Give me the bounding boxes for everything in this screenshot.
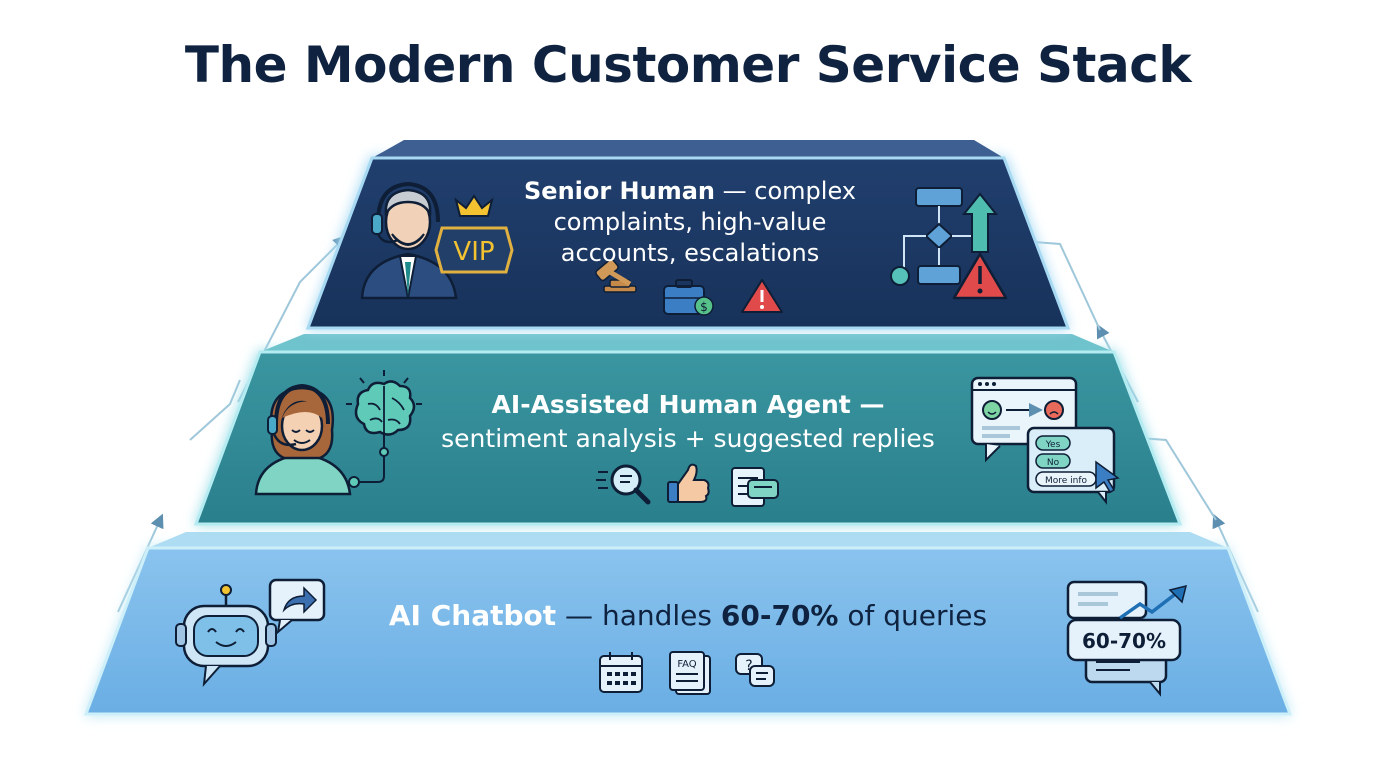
vip-badge: VIP xyxy=(434,226,514,274)
tier-middle-separator: — xyxy=(850,390,885,419)
tier-bottom-highlight: 60-70% xyxy=(720,599,839,632)
svg-text:$: $ xyxy=(700,300,708,314)
calendar-icon xyxy=(599,652,643,693)
tier-top xyxy=(305,140,1071,330)
reply-no: No xyxy=(1047,458,1060,468)
percent-badge: 60-70% xyxy=(1082,629,1166,653)
question-chat-icon: ? xyxy=(735,653,775,687)
vip-label: VIP xyxy=(453,237,494,267)
tier-top-desc-1: complex xyxy=(754,177,856,205)
briefcase-dollar-icon: $ xyxy=(663,279,714,316)
faq-label: FAQ xyxy=(677,659,696,670)
brain-icon xyxy=(346,370,422,488)
tier-bottom-desc-suffix: of queries xyxy=(838,599,988,632)
tier-middle xyxy=(193,334,1183,526)
tier-top-separator: — xyxy=(715,177,755,205)
tier-middle-desc: sentiment analysis + suggested replies xyxy=(441,424,935,453)
robot-icon xyxy=(175,584,277,688)
page-title: The Modern Customer Service Stack xyxy=(184,36,1192,94)
reply-more-info: More info xyxy=(1045,476,1088,486)
senior-agent-icon xyxy=(360,181,458,300)
tier-bottom-text: AI Chatbot — handles 60-70% of queries xyxy=(300,598,1076,634)
sentiment-window-icon: Yes No More info xyxy=(970,376,1120,505)
gavel-icon xyxy=(595,258,637,293)
tier-middle-text: AI-Assisted Human Agent — sentiment anal… xyxy=(388,388,988,456)
crown-icon xyxy=(454,194,494,217)
faq-document-icon: FAQ xyxy=(669,651,711,695)
growth-chart-icon: 60-70% xyxy=(1066,580,1188,697)
tier-bottom xyxy=(83,532,1293,716)
tier-top-desc-2: complaints, high-value xyxy=(553,208,827,236)
tier-bottom-separator: — xyxy=(556,599,602,632)
warning-icon xyxy=(741,279,783,313)
tier-middle-label: AI-Assisted Human Agent xyxy=(491,390,851,419)
headset-agent-icon xyxy=(254,383,352,496)
magnifier-icon xyxy=(596,464,651,505)
escalation-flowchart-icon xyxy=(890,187,1008,300)
svg-text:?: ? xyxy=(745,658,752,674)
tier-top-text: Senior Human — complex complaints, high-… xyxy=(470,176,910,269)
share-arrow-icon xyxy=(268,578,326,635)
thumbs-up-icon xyxy=(667,463,710,503)
tier-bottom-label: AI Chatbot xyxy=(388,599,557,632)
reply-yes: Yes xyxy=(1045,440,1061,450)
tier-bottom-desc-prefix: handles xyxy=(601,599,721,632)
document-chat-icon xyxy=(731,467,779,507)
tier-top-label: Senior Human xyxy=(524,177,716,205)
tier-top-desc-3: accounts, escalations xyxy=(560,239,820,267)
